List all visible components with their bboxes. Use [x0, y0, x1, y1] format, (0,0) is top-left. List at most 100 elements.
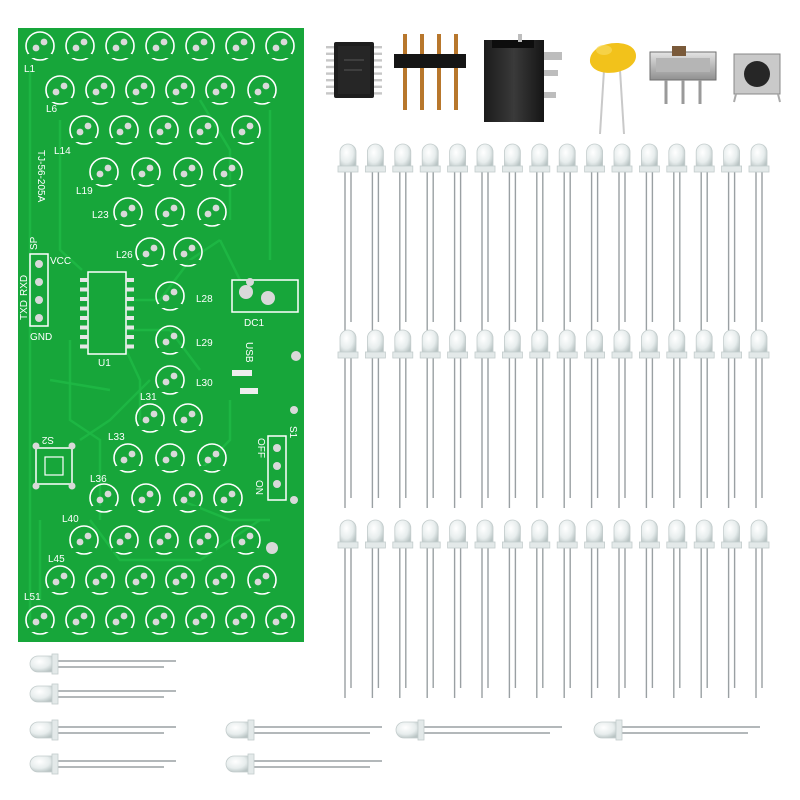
led: [395, 719, 562, 741]
pcb-board: L1L6L14L19L23L26L28L29L30L31L33L36L40L45…: [18, 28, 304, 642]
led: [29, 753, 176, 775]
board-labels: L1L6L14L19L23L26L28L29L30L31L33L36L40L45…: [24, 64, 213, 603]
led: [447, 329, 469, 508]
pin-header-icon: [394, 34, 466, 110]
led-pad: [225, 31, 255, 61]
led-pad: [131, 157, 161, 187]
led: [639, 519, 660, 698]
led: [529, 143, 551, 332]
led-pad: [149, 525, 179, 555]
header-label-vcc: VCC: [50, 256, 71, 267]
switch-footprint-s1: S1 OFF ON: [253, 406, 298, 504]
mount-pad: [266, 542, 278, 554]
led: [474, 329, 496, 508]
led-pad-grid: [25, 31, 295, 635]
ic-label: U1: [98, 358, 111, 369]
led: [392, 519, 414, 698]
led: [419, 519, 441, 698]
led: [29, 653, 176, 675]
led: [584, 329, 605, 508]
led-pad: [145, 605, 175, 635]
led-pad: [225, 605, 255, 635]
led: [693, 519, 715, 698]
led-pad: [165, 565, 195, 595]
led: [666, 143, 688, 332]
led: [748, 143, 770, 332]
led-pad: [89, 157, 119, 187]
led: [584, 519, 605, 698]
led: [474, 519, 496, 698]
serial-header: SP VCC RXD TXD GND: [19, 236, 71, 343]
led: [392, 329, 414, 508]
led: [225, 753, 382, 775]
led-pad: [105, 31, 135, 61]
header-label-sp: SP: [29, 236, 40, 250]
led-pad: [131, 483, 161, 513]
led-pad: [149, 115, 179, 145]
led-pad: [189, 115, 219, 145]
led-pad: [231, 115, 261, 145]
led-pad: [185, 31, 215, 61]
led: [447, 519, 469, 698]
slide-switch-icon: [649, 46, 717, 104]
led: [593, 719, 760, 741]
led: [364, 143, 386, 332]
dc-connector-label: DC1: [244, 318, 264, 329]
mount-pad: [291, 351, 301, 361]
led-pad: [135, 403, 165, 433]
board-led-label: L40: [62, 514, 79, 525]
led-pad: [173, 403, 203, 433]
led-pad: [213, 483, 243, 513]
led-pad: [25, 605, 55, 635]
loose-leds: [29, 653, 760, 775]
led-pad: [69, 115, 99, 145]
led-pad: [125, 75, 155, 105]
led-pad: [113, 197, 143, 227]
led: [337, 329, 359, 508]
led-pad: [197, 197, 227, 227]
led-pad: [65, 605, 95, 635]
led-pad: [173, 483, 203, 513]
led-pad: [189, 525, 219, 555]
header-label-gnd: GND: [30, 332, 52, 343]
button-label: S2: [41, 434, 54, 445]
led-pad: [247, 565, 277, 595]
smd-pad: [240, 388, 258, 394]
led: [337, 143, 359, 332]
pcb-traces: [28, 70, 272, 620]
led-pad: [155, 443, 185, 473]
led: [721, 329, 742, 508]
board-led-label: L31: [140, 392, 157, 403]
board-led-label: L14: [54, 146, 71, 157]
led-pad: [247, 75, 277, 105]
led-pad: [69, 525, 99, 555]
board-led-label: L1: [24, 64, 36, 75]
smd-pad: [232, 370, 252, 376]
led: [556, 519, 578, 698]
led-pad: [231, 525, 261, 555]
led-pad: [25, 31, 55, 61]
led: [693, 329, 715, 508]
board-model-label: TJ-56-205A: [35, 150, 46, 203]
led: [392, 143, 414, 332]
led: [225, 719, 382, 741]
led-pad: [65, 31, 95, 61]
led: [419, 143, 441, 332]
led: [501, 143, 523, 332]
led: [748, 329, 770, 508]
header-label-rxd: RXD: [19, 275, 30, 296]
led: [639, 143, 660, 332]
led: [419, 329, 441, 508]
led: [529, 519, 551, 698]
board-led-label: L28: [196, 294, 213, 305]
dc-jack-icon: [484, 34, 562, 122]
led: [364, 519, 386, 698]
switch-off-label: OFF: [255, 438, 266, 458]
led: [337, 519, 359, 698]
led: [29, 683, 176, 705]
board-led-label: L23: [92, 210, 109, 221]
led-pad: [205, 565, 235, 595]
led: [611, 329, 633, 508]
button-footprint-s2: S2: [32, 434, 76, 490]
